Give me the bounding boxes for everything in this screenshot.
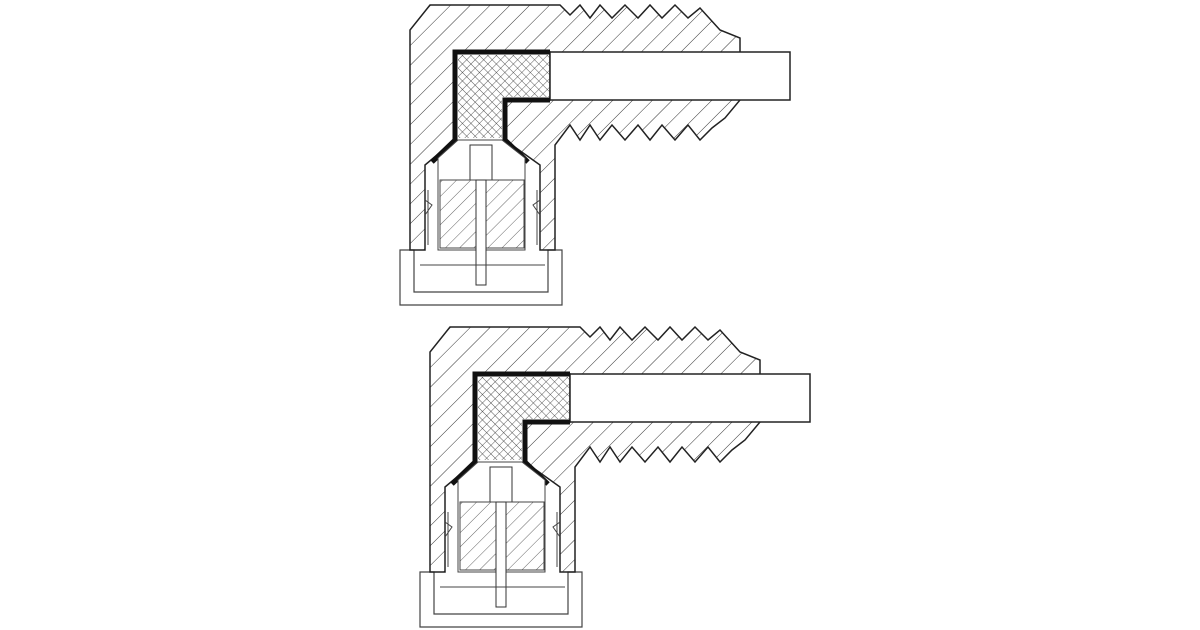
connector-bottom <box>420 327 810 627</box>
connector-top <box>400 5 790 305</box>
